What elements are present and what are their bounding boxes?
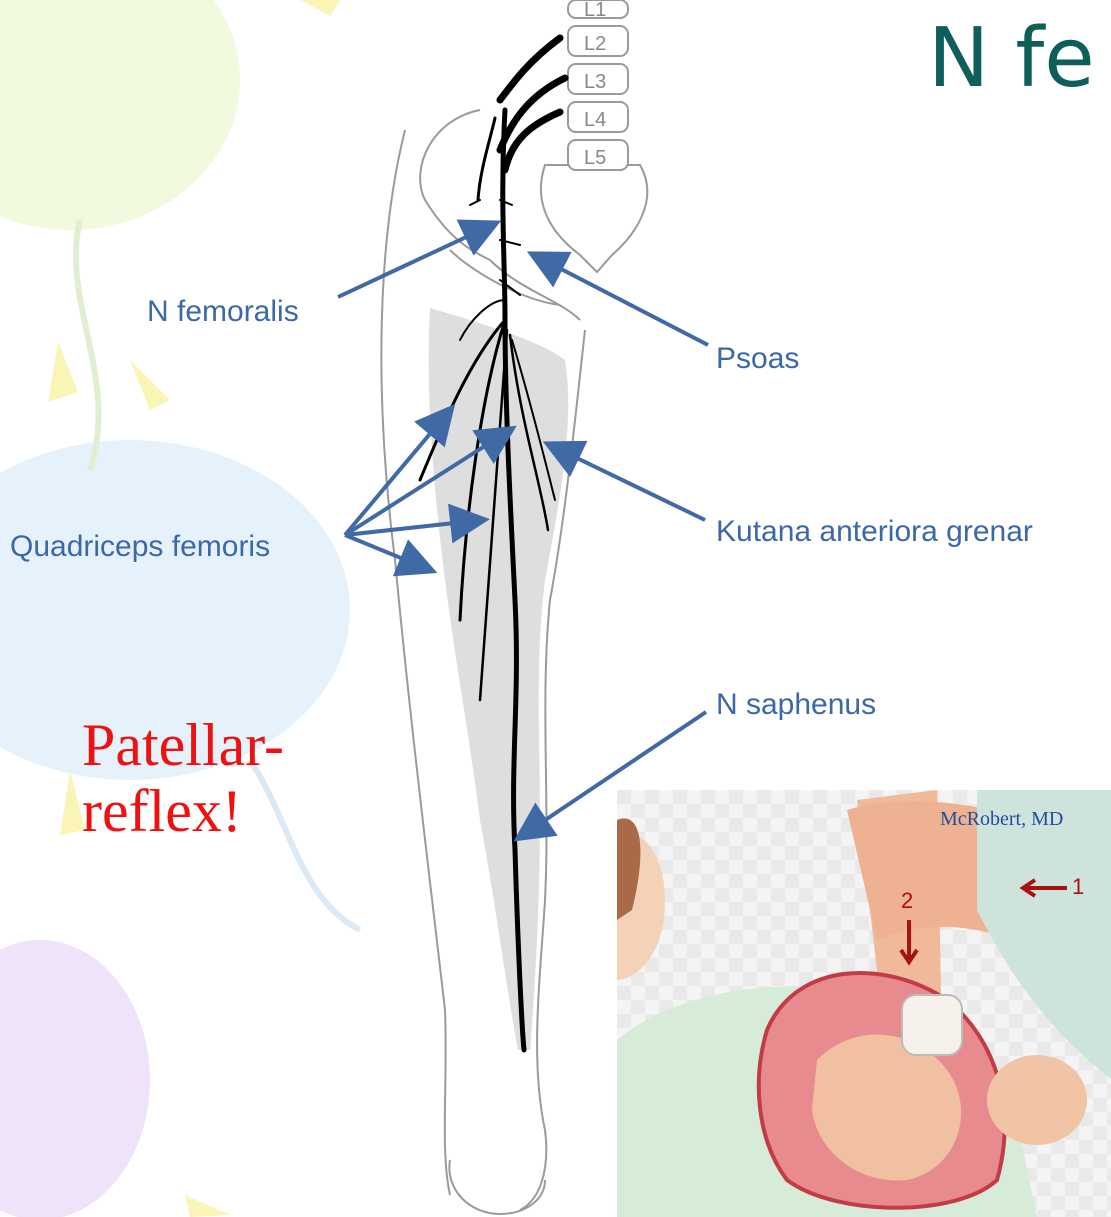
arrow-kutana [550, 445, 705, 520]
arrow-psoas [534, 255, 708, 345]
reflex-line-2: reflex! [82, 778, 284, 844]
label-n-saphenus: N saphenus [716, 690, 876, 720]
label-kutana-anteriora-grenar: Kutana anteriora grenar [716, 517, 1033, 547]
label-psoas: Psoas [716, 344, 799, 374]
inset-credit: McRobert, MD [940, 808, 1063, 831]
slide-title: N fe [928, 18, 1095, 100]
arrow-n-femoralis [338, 224, 494, 297]
step-label-1: 1 [1072, 874, 1084, 899]
newborn-head [987, 1055, 1087, 1145]
arrow-quadriceps-4 [345, 535, 430, 570]
reflex-line-1: Patellar- [82, 712, 284, 778]
mcroberts-inset: 2 1 [617, 790, 1111, 1217]
label-n-femoralis: N femoralis [147, 297, 299, 327]
patellar-reflex-note: Patellar- reflex! [82, 712, 284, 844]
arrow-quadriceps-1 [345, 410, 450, 535]
caregiver-fist [902, 995, 962, 1055]
arrow-quadriceps-2 [345, 430, 510, 535]
step-label-2: 2 [901, 888, 913, 913]
label-quadriceps-femoris: Quadriceps femoris [10, 532, 270, 562]
